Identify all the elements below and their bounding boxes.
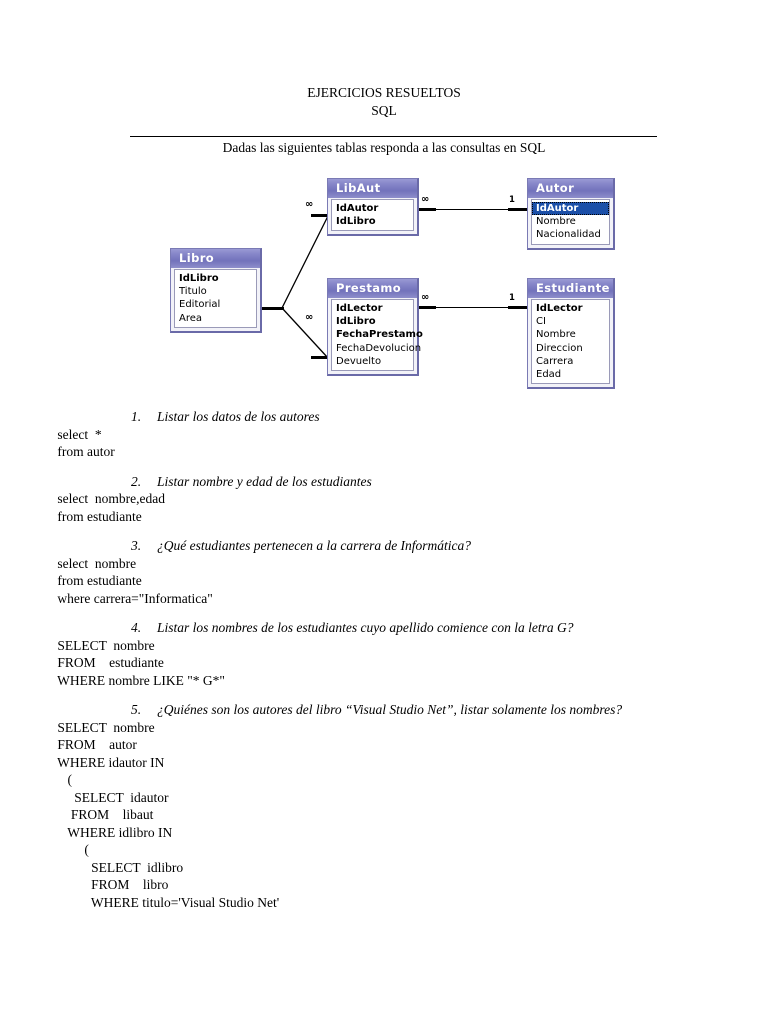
title-line-2: SQL — [371, 103, 397, 118]
field-estudiante-direccion: Direccion — [536, 342, 583, 354]
exercise-number: 1. — [131, 409, 142, 424]
exercise-sql: select nombre,edad from estudiante — [57, 491, 165, 524]
field-libaut-idautor: IdAutor — [336, 203, 379, 214]
er-diagram: 1 ∞ ∞ ∞ 1 ∞ 1 Libro IdLibro Titulo Edito… — [0, 0, 768, 400]
cardinality-libaut-autor-many: ∞ — [421, 194, 429, 205]
exercise-number: 5. — [131, 702, 142, 717]
connector-estudiante-in-stub — [508, 306, 527, 309]
field-prestamo-idlibro: IdLibro — [336, 316, 376, 328]
field-prestamo-fechadevolucion: FechaDevolucion — [336, 342, 422, 354]
field-prestamo-fechaprestamo: FechaPrestamo — [336, 329, 423, 341]
connector-libaut-autor — [436, 209, 512, 210]
cardinality-prestamo-many: ∞ — [305, 312, 313, 323]
exercise-question: Listar los nombres de los estudiantes cu… — [157, 620, 574, 635]
cardinality-estudiante-one: 1 — [509, 293, 515, 303]
field-prestamo-idlector: IdLector — [336, 303, 383, 314]
connector-prestamo-stub — [311, 356, 333, 359]
field-titulo: Titulo — [179, 286, 207, 298]
er-table-estudiante-fields: IdLector CI Nombre Direccion Carrera Eda… — [531, 299, 610, 385]
exercise-question: Listar los datos de los autores — [157, 409, 320, 424]
page-title: EJERCICIOS RESUELTOS SQL — [0, 84, 768, 120]
connector-prestamo-out-stub — [418, 306, 436, 309]
field-estudiante-ci: CI — [536, 316, 546, 328]
field-libaut-idlibro: IdLibro — [336, 216, 376, 228]
connector-libaut-out-stub — [418, 208, 436, 211]
exercise-question: Listar nombre y edad de los estudiantes — [157, 473, 372, 489]
er-table-prestamo[interactable]: Prestamo IdLector IdLibro FechaPrestamo … — [327, 278, 423, 377]
field-idlibro: IdLibro — [179, 273, 219, 284]
connector-prestamo-estudiante — [436, 307, 512, 308]
list-item: 5. ¿Quiénes son los autores del libro “V… — [0, 701, 768, 911]
exercise-sql: select nombre from estudiante where carr… — [57, 555, 213, 606]
er-table-autor-title: Autor — [528, 179, 613, 198]
er-table-prestamo-title: Prestamo — [328, 279, 417, 298]
exercise-list: 1. Listar los datos de los autores selec… — [0, 408, 768, 923]
er-table-libaut-title: LibAut — [328, 179, 417, 198]
er-table-libro[interactable]: Libro IdLibro Titulo Editorial Area — [170, 248, 262, 333]
field-estudiante-nombre: Nombre — [536, 329, 576, 341]
field-area: Area — [179, 312, 203, 324]
exercise-number: 4. — [131, 620, 142, 635]
list-item: 4. Listar los nombres de los estudiantes… — [0, 619, 768, 689]
er-table-libro-fields: IdLibro Titulo Editorial Area — [174, 269, 257, 328]
er-table-libro-title: Libro — [171, 249, 260, 268]
exercise-number: 2. — [131, 473, 142, 489]
field-autor-nacionalidad: Nacionalidad — [536, 229, 601, 241]
er-table-libaut-fields: IdAutor IdLibro — [331, 199, 414, 232]
horizontal-divider — [130, 136, 657, 137]
connector-libro-stub — [262, 307, 284, 310]
cardinality-prestamo-estudiante-many: ∞ — [421, 292, 429, 303]
field-autor-idautor[interactable]: IdAutor — [532, 202, 609, 216]
list-item: 1. Listar los datos de los autores selec… — [0, 408, 768, 461]
connector-libro-libaut — [281, 215, 329, 309]
exercise-sql: SELECT nombre FROM autor WHERE idautor I… — [57, 719, 280, 910]
connector-libro-prestamo — [281, 307, 329, 359]
exercise-number: 3. — [131, 538, 142, 553]
field-estudiante-edad: Edad — [536, 369, 562, 381]
exercise-sql: SELECT nombre FROM estudiante WHERE nomb… — [57, 637, 225, 688]
er-table-prestamo-fields: IdLector IdLibro FechaPrestamo FechaDevo… — [331, 299, 423, 372]
er-table-libaut[interactable]: LibAut IdAutor IdLibro — [327, 178, 419, 237]
list-item: 2. Listar nombre y edad de los estudiant… — [0, 473, 768, 526]
field-prestamo-devuelto: Devuelto — [336, 355, 382, 367]
field-editorial: Editorial — [179, 299, 221, 311]
exercise-question: ¿Qué estudiantes pertenecen a la carrera… — [157, 538, 472, 553]
er-table-estudiante[interactable]: Estudiante IdLector CI Nombre Direccion … — [527, 278, 615, 390]
field-estudiante-idlector: IdLector — [536, 303, 583, 314]
er-table-estudiante-title: Estudiante — [528, 279, 613, 298]
connector-autor-in-stub — [508, 208, 527, 211]
field-autor-nombre: Nombre — [536, 216, 576, 228]
cardinality-libaut-many: ∞ — [305, 199, 313, 210]
subtitle: Dadas las siguientes tablas responda a l… — [222, 140, 546, 155]
title-line-1: EJERCICIOS RESUELTOS — [307, 85, 461, 100]
er-table-autor[interactable]: Autor IdAutor Nombre Nacionalidad — [527, 178, 615, 250]
cardinality-autor-one: 1 — [509, 195, 515, 205]
er-table-autor-fields: IdAutor Nombre Nacionalidad — [531, 199, 610, 245]
exercise-sql: select * from autor — [57, 426, 115, 460]
exercise-question: ¿Quiénes son los autores del libro “Visu… — [157, 702, 623, 717]
field-estudiante-carrera: Carrera — [536, 355, 574, 367]
connector-libaut-stub — [311, 214, 333, 217]
list-item: 3. ¿Qué estudiantes pertenecen a la carr… — [0, 537, 768, 607]
